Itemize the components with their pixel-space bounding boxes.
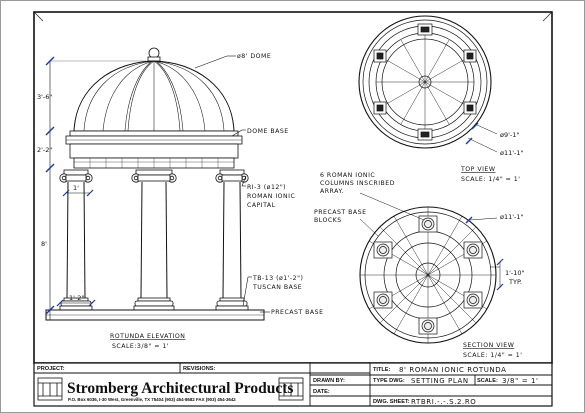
project-label: PROJECT: xyxy=(37,366,65,372)
top-view xyxy=(358,15,498,153)
tuscan-base xyxy=(59,297,93,311)
dim-dome-base: 2'-2" xyxy=(37,146,52,154)
section-view-title: SECTION VIEW xyxy=(463,342,514,349)
dim-dome-height: 3'-6" xyxy=(37,93,52,101)
dome-ribs xyxy=(83,60,225,132)
date-label: DATE: xyxy=(313,389,330,395)
dimension-lines xyxy=(45,56,146,320)
section-blocks-line2: BLOCKS xyxy=(314,217,342,224)
section-column-base xyxy=(463,241,483,259)
section-dim-typ-note: TYP. xyxy=(508,278,522,286)
ionic-capital xyxy=(215,169,249,183)
section-blocks-line1: PRECAST BASE xyxy=(314,209,366,216)
elevation-scale: SCALE:3/8" = 1' xyxy=(112,343,169,350)
capital-label-line3: CAPITAL xyxy=(247,202,276,209)
tuscan-base xyxy=(133,297,175,311)
dwg-sheet-value: RTBRI.-.-.S.2.RO xyxy=(411,398,476,406)
company-logo-left xyxy=(37,377,63,401)
column-shaft xyxy=(66,181,86,299)
section-column-base xyxy=(373,291,393,309)
top-dim-outer-1: ø9'-1" xyxy=(500,131,519,139)
column-label-line1: TB-13 (ø1'-2") xyxy=(252,275,303,282)
rotunda-elevation xyxy=(45,47,270,321)
section-dim-outer: ø11'-1" xyxy=(500,213,524,221)
elevation-title: ROTUNDA ELEVATION xyxy=(110,333,185,340)
dim-column-height: 8' xyxy=(41,240,47,248)
section-column-base xyxy=(418,215,438,233)
dwg-sheet-label: DWG. SHEET: xyxy=(373,399,410,405)
column-label-line2: TUSCAN BASE xyxy=(252,284,302,291)
scale-label: SCALE: xyxy=(477,378,498,384)
column-shaft xyxy=(222,181,242,299)
tuscan-base xyxy=(215,297,249,311)
section-dim-typ: 1'-10" xyxy=(505,269,525,277)
dome-base-upper xyxy=(69,130,239,137)
top-capital xyxy=(463,49,477,63)
ionic-capital xyxy=(131,169,177,183)
top-capital xyxy=(417,128,433,141)
section-note-line3: ARRAY. xyxy=(320,188,344,195)
section-view xyxy=(359,192,504,344)
leaders xyxy=(194,55,270,313)
dim-column-base: 1'-2" xyxy=(69,294,84,302)
top-capital xyxy=(373,101,387,115)
title-label: TITLE: xyxy=(373,367,391,373)
drawn-by-label: DRAWN BY: xyxy=(313,378,345,384)
section-column-base xyxy=(418,317,438,335)
frame-corner-tick xyxy=(542,11,553,22)
elevation-labels: ø8' DOME DOME BASE RI-3 (ø12") ROMAN ION… xyxy=(37,53,323,350)
revisions-label: REVISIONS: xyxy=(183,366,215,372)
top-dim-outer-2: ø11'-1" xyxy=(500,149,524,157)
section-column-base xyxy=(463,291,483,309)
top-view-title: TOP VIEW xyxy=(460,166,495,173)
section-view-labels: 6 ROMAN IONIC COLUMNS INSCRIBED ARRAY. P… xyxy=(314,172,525,359)
dome-finial xyxy=(148,47,160,59)
section-column-base xyxy=(373,241,393,259)
type-dwg-value: SETTING PLAN xyxy=(411,377,469,385)
top-capital xyxy=(417,23,433,36)
section-note-line2: COLUMNS INSCRIBED xyxy=(320,180,395,187)
company-address: P.O. Box 6036, I-30 West, Greenville, TX… xyxy=(68,397,236,402)
precast-base-label: PRECAST BASE xyxy=(271,309,323,316)
section-note-line1: 6 ROMAN IONIC xyxy=(320,172,375,179)
company-logo-right xyxy=(278,377,304,401)
top-capital xyxy=(463,101,477,115)
dome-label: ø8' DOME xyxy=(237,53,271,60)
top-view-labels: ø9'-1" ø11'-1" TOP VIEW SCALE: 1/4" = 1' xyxy=(460,131,524,183)
dome-base-frieze xyxy=(69,143,239,159)
scale-value: 3/8" = 1' xyxy=(502,377,539,385)
top-view-scale: SCALE: 1/4" = 1' xyxy=(461,176,520,183)
company-name: Stromberg Architectural Products xyxy=(67,380,293,397)
type-dwg-label: TYPE DWG: xyxy=(373,378,405,384)
frame-corner-tick xyxy=(33,11,44,22)
title-value: 8' ROMAN IONIC ROTUNDA xyxy=(399,366,507,374)
dome-base-label: DOME BASE xyxy=(247,128,289,135)
ionic-capital xyxy=(59,169,93,183)
dim-capital-width: 1' xyxy=(73,184,79,192)
section-view-scale: SCALE: 1/4" = 1' xyxy=(463,352,522,359)
capital-label-line2: ROMAN IONIC xyxy=(247,193,295,200)
capital-label-line1: RI-3 (ø12") xyxy=(247,184,286,191)
top-capital xyxy=(373,49,387,63)
title-block-text: PROJECT: REVISIONS: Stromberg Architectu… xyxy=(37,366,539,406)
column-shaft xyxy=(140,181,168,299)
finial-collar xyxy=(147,56,161,62)
